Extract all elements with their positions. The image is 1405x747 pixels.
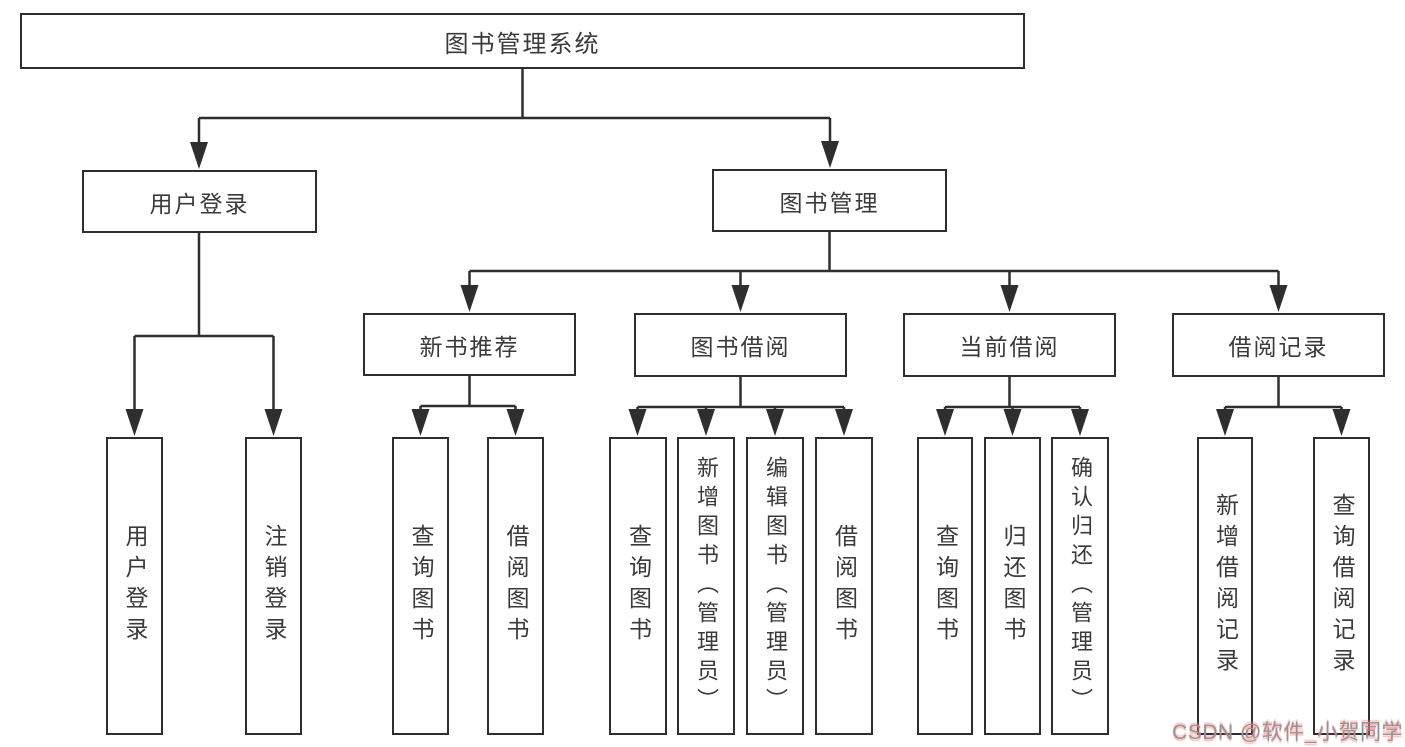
arrowhead-icon bbox=[835, 409, 853, 436]
node-records-query-record: 查询借阅记录 bbox=[1313, 437, 1370, 735]
arrowhead-icon bbox=[1000, 285, 1019, 312]
node-current-borrow: 当前借阅 bbox=[903, 313, 1116, 377]
arrowhead-icon bbox=[460, 285, 479, 312]
node-borrow-borrow-books: 借阅图书 bbox=[815, 437, 873, 735]
arrowhead-icon bbox=[766, 409, 784, 436]
node-user-login: 用户登录 bbox=[82, 170, 317, 233]
arrowhead-icon bbox=[264, 409, 283, 436]
node-recommend-borrow-books: 借阅图书 bbox=[487, 437, 544, 735]
arrowhead-icon bbox=[125, 409, 144, 436]
node-logout: 注销登录 bbox=[245, 437, 302, 735]
node-current-query-books: 查询图书 bbox=[917, 437, 973, 735]
arrowhead-icon bbox=[697, 409, 715, 436]
node-current-confirm-return: 确认归还（管理员） bbox=[1051, 437, 1109, 735]
node-login: 用户登录 bbox=[106, 437, 163, 735]
arrowhead-icon bbox=[1216, 409, 1234, 436]
node-current-return-books: 归还图书 bbox=[984, 437, 1041, 735]
node-recommend-query-books: 查询图书 bbox=[392, 437, 449, 735]
arrowhead-icon bbox=[936, 409, 954, 436]
node-root: 图书管理系统 bbox=[20, 13, 1025, 69]
arrowhead-icon bbox=[1269, 285, 1288, 312]
arrowhead-icon bbox=[731, 285, 750, 312]
arrowhead-icon bbox=[628, 409, 647, 436]
arrowhead-icon bbox=[411, 409, 430, 436]
arrowhead-icon bbox=[1332, 409, 1351, 436]
node-borrow-records: 借阅记录 bbox=[1172, 313, 1385, 377]
csdn-watermark: CSDN @软件_小贺同学 bbox=[1172, 721, 1403, 744]
arrowhead-icon bbox=[1071, 409, 1089, 436]
arrowhead-icon bbox=[1003, 409, 1022, 436]
node-new-book-recommend: 新书推荐 bbox=[363, 313, 576, 376]
node-borrow-query-books: 查询图书 bbox=[609, 437, 667, 735]
node-book-borrow: 图书借阅 bbox=[634, 313, 847, 377]
node-records-add-record: 新增借阅记录 bbox=[1197, 437, 1253, 735]
arrowhead-icon bbox=[506, 409, 525, 436]
arrowhead-icon bbox=[190, 142, 208, 169]
arrowhead-icon bbox=[821, 141, 839, 168]
node-book-management: 图书管理 bbox=[712, 169, 947, 232]
arrowheads bbox=[125, 141, 1351, 436]
node-borrow-edit-books: 编辑图书（管理员） bbox=[746, 437, 804, 735]
node-borrow-add-books: 新增图书（管理员） bbox=[677, 437, 735, 735]
